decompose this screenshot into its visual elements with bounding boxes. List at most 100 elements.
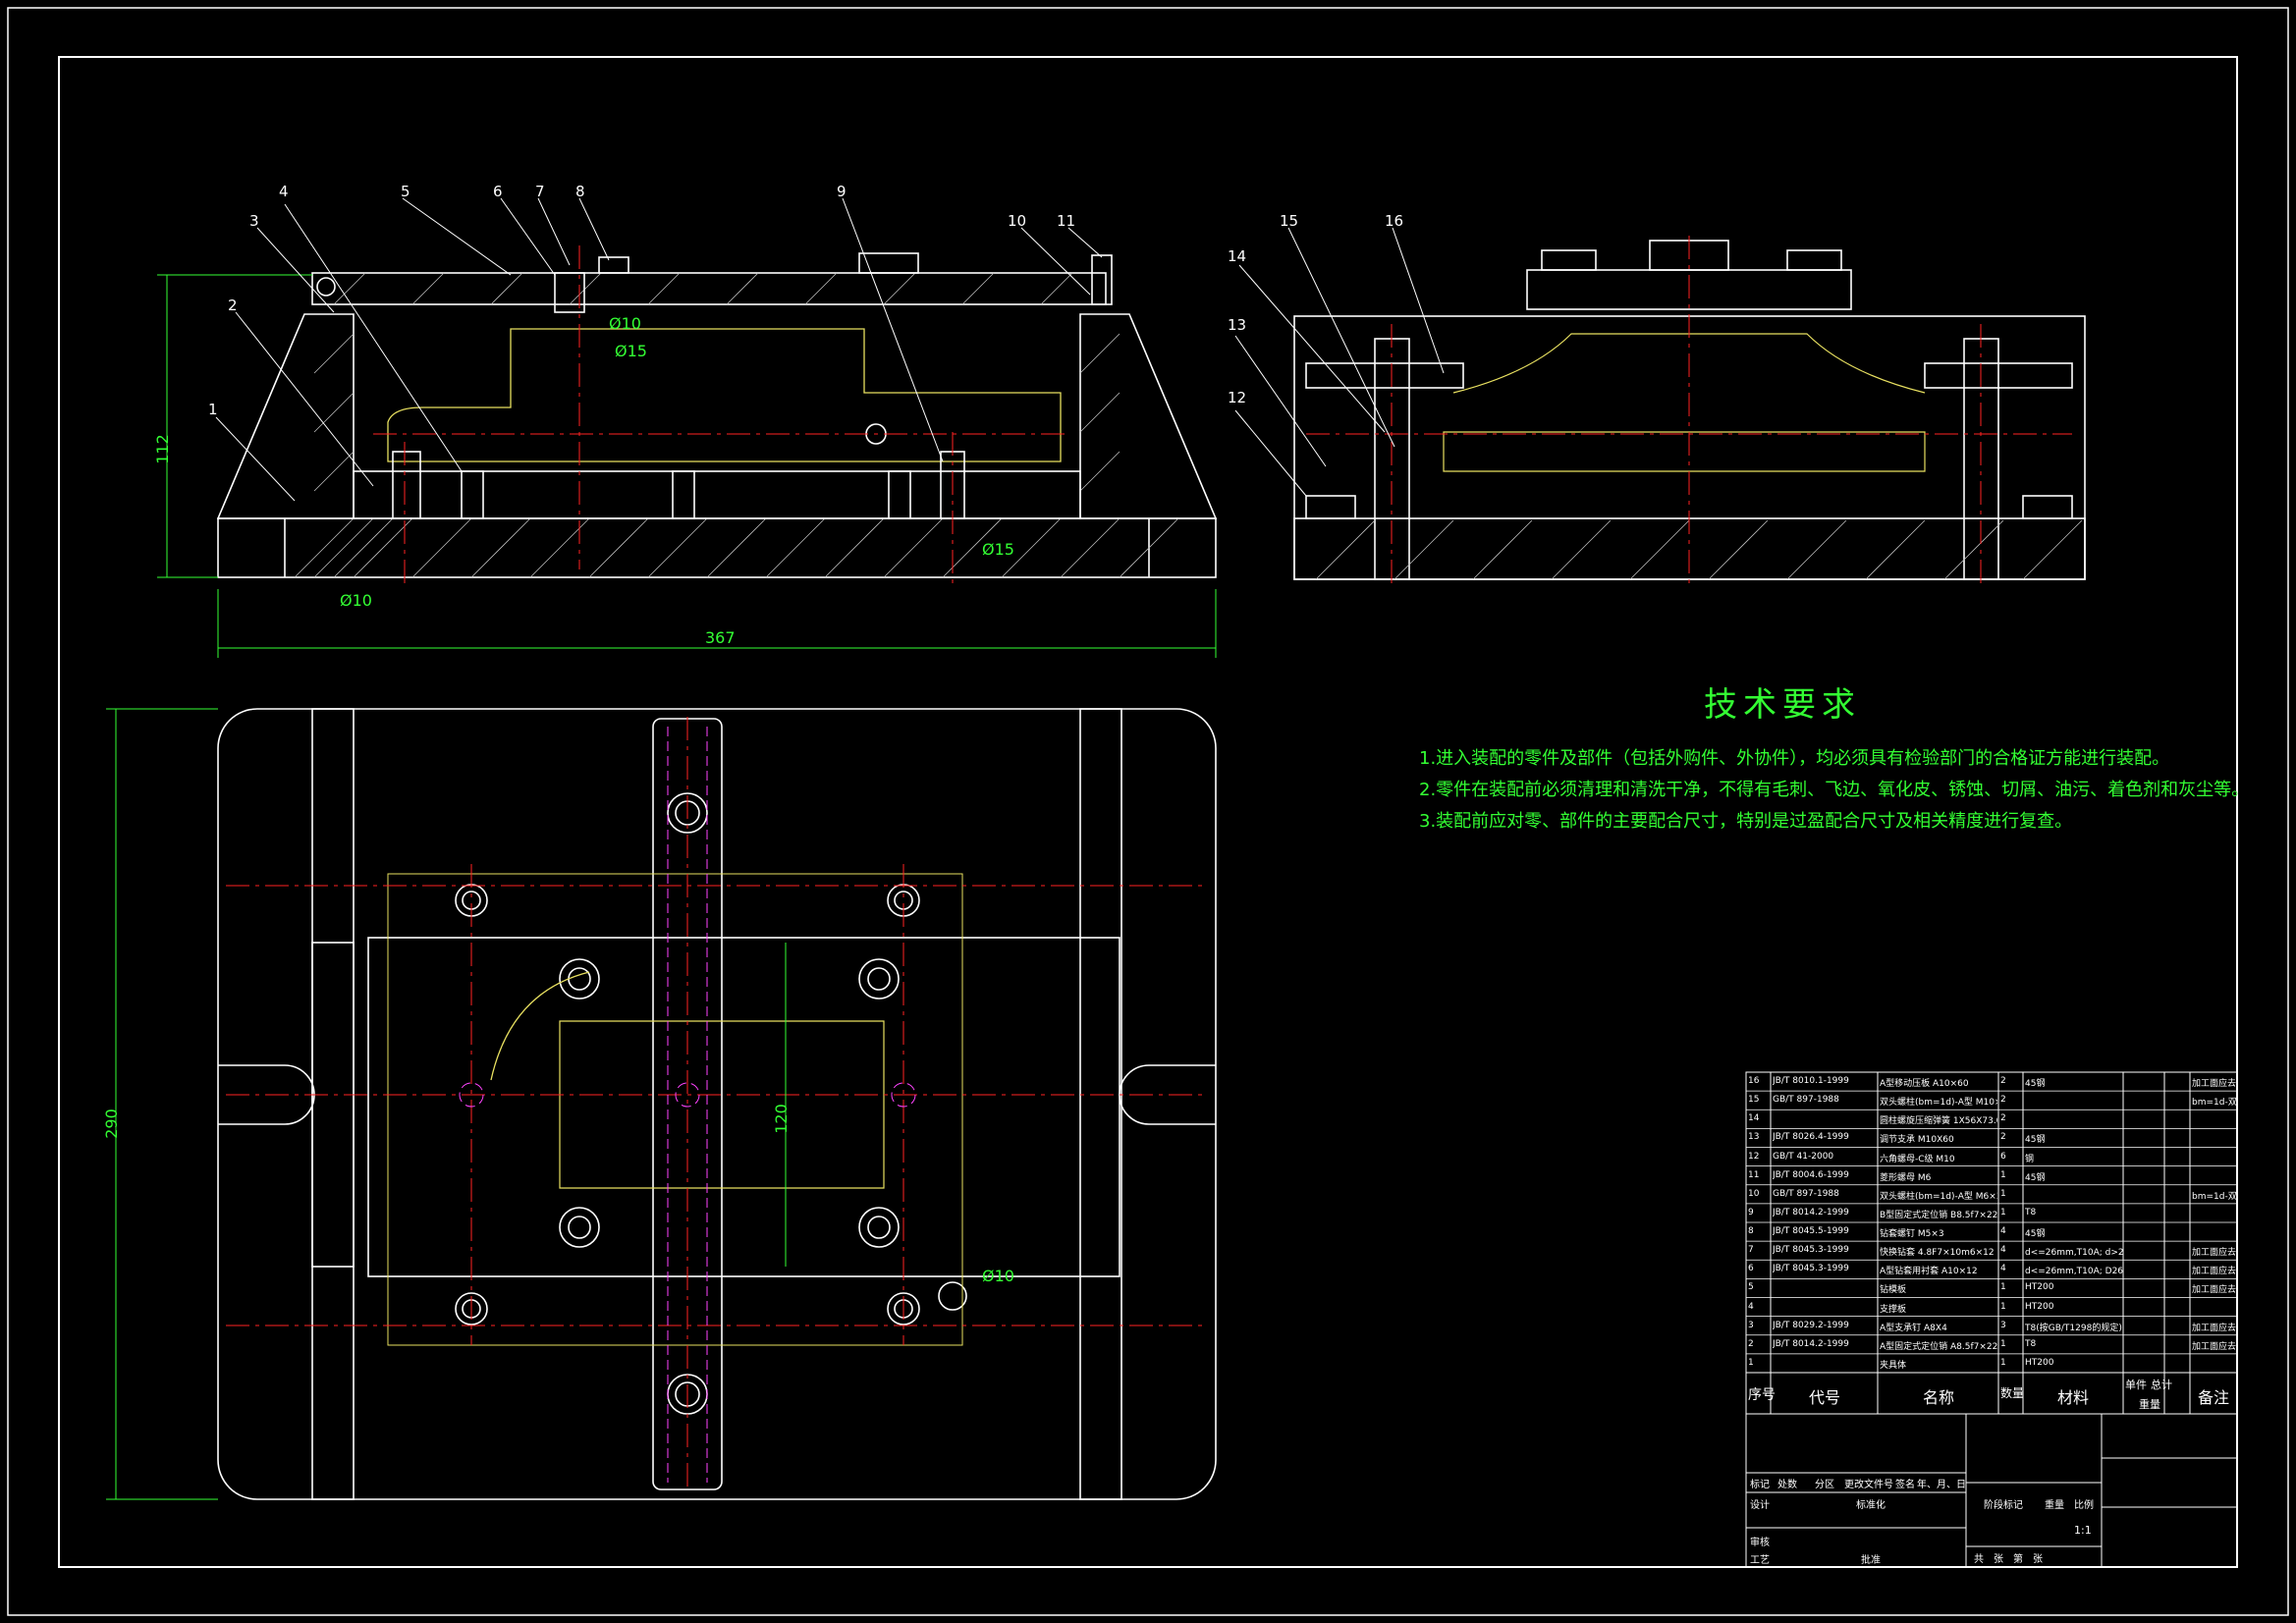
bom-header-qty: 数量 [2000, 1386, 2025, 1400]
bom-cell-name: B型固定式定位销 B8.5f7×22 [1880, 1210, 1997, 1220]
dim-bore-d10-a: Ø10 [609, 314, 641, 333]
bom-cell-name: 双头螺柱(bm=1d)-A型 M10×80 [1880, 1098, 1997, 1109]
bom-cell-name: 双头螺柱(bm=1d)-A型 M6×30 [1880, 1191, 1997, 1202]
front-section-view [216, 252, 1218, 578]
front-centerlines [373, 245, 1070, 589]
tb-count: 处数 [1777, 1480, 1797, 1490]
callout-leaders [215, 197, 1445, 502]
dim-height-112: 112 [152, 434, 172, 464]
bom-cell-material: 钢 [2025, 1154, 2035, 1164]
tb-change-doc: 更改文件号 [1844, 1480, 1893, 1490]
bom-cell-material: T8(按GB/T1298的规定) [2025, 1323, 2122, 1333]
bom-cell-qty: 6 [2000, 1151, 2006, 1162]
bom-cell-no: 6 [1748, 1264, 1754, 1274]
front-dimensions [157, 274, 1217, 658]
bom-cell-no: 1 [1748, 1357, 1754, 1368]
bom-cell-note: 加工面应去毛刺 [2192, 1323, 2237, 1333]
bom-header-name: 名称 [1923, 1388, 1955, 1407]
bom-cell-qty: 1 [2000, 1357, 2006, 1368]
bom-cell-qty: 2 [2000, 1132, 2006, 1143]
bom-cell-no: 15 [1748, 1095, 1760, 1106]
bom-cell-note: bm=1d-双头螺柱 [2192, 1098, 2237, 1109]
tb-scale-value: 1:1 [2074, 1524, 2092, 1537]
bom-cell-name: 夹具体 [1880, 1360, 1907, 1371]
dim-height-290: 290 [101, 1109, 121, 1139]
dim-bore-d10-b: Ø10 [340, 591, 372, 610]
callout-16: 16 [1385, 212, 1404, 230]
bom-cell-code: JB/T 8014.2-1999 [1773, 1207, 1849, 1217]
callout-6: 6 [493, 183, 503, 200]
callout-12: 12 [1228, 389, 1247, 406]
bom-header-note: 备注 [2198, 1388, 2230, 1407]
bom-cell-qty: 4 [2000, 1226, 2006, 1236]
bom-cell-no: 5 [1748, 1282, 1754, 1293]
callout-2: 2 [228, 297, 238, 314]
tb-standardize: 标准化 [1856, 1500, 1886, 1511]
bom-cell-qty: 1 [2000, 1338, 2006, 1349]
tb-process: 工艺 [1750, 1555, 1770, 1566]
callout-9: 9 [837, 183, 847, 200]
bom-cell-no: 9 [1748, 1207, 1754, 1217]
bom-cell-note: 加工面应去毛刺 [2192, 1079, 2237, 1089]
bom-cell-no: 13 [1748, 1132, 1760, 1143]
bom-cell-code: JB/T 8004.6-1999 [1773, 1169, 1849, 1180]
bom-header-weight: 重量 [2139, 1398, 2160, 1411]
bom-cell-material: T8 [2025, 1338, 2037, 1349]
dim-width-367: 367 [705, 628, 736, 647]
bom-cell-name: 支撑板 [1880, 1304, 1907, 1315]
callout-7: 7 [535, 183, 545, 200]
tb-design: 设计 [1750, 1500, 1770, 1511]
tb-approve: 批准 [1861, 1555, 1881, 1566]
bom-cell-no: 14 [1748, 1113, 1760, 1124]
bom-cell-name: A型固定式定位销 A8.5f7×22 [1880, 1341, 1997, 1352]
bom-cell-no: 4 [1748, 1301, 1754, 1312]
bom-cell-qty: 1 [2000, 1282, 2006, 1293]
bom-cell-material: d<=26mm,T10A; d>26mm,20钢 [2025, 1248, 2123, 1259]
bom-cell-qty: 3 [2000, 1320, 2006, 1330]
bom-cell-qty: 1 [2000, 1188, 2006, 1199]
dim-width-120: 120 [771, 1104, 791, 1134]
dim-bore-d15: Ø15 [615, 342, 647, 360]
bom-cell-no: 2 [1748, 1338, 1754, 1349]
bom-cell-name: 调节支承 M10X60 [1880, 1135, 1954, 1146]
bom-cell-note: bm=1d-双头螺柱 [2192, 1191, 2237, 1202]
bom-row-lines [1746, 1090, 2237, 1355]
bom-cell-material: 45钢 [2025, 1229, 2046, 1239]
bom-cell-name: 钻模板 [1880, 1285, 1907, 1296]
callout-1: 1 [208, 401, 218, 418]
callout-4: 4 [279, 183, 289, 200]
bom-cell-code: GB/T 41-2000 [1773, 1151, 1834, 1162]
bom-cell-code: GB/T 897-1988 [1773, 1095, 1839, 1106]
bom-header-total: 总计 [2151, 1379, 2172, 1391]
bom-cell-no: 3 [1748, 1320, 1754, 1330]
bom-table-grid [1745, 1071, 2238, 1568]
tb-stage: 阶段标记 [1984, 1500, 2023, 1511]
callout-3: 3 [249, 212, 259, 230]
bom-cell-qty: 1 [2000, 1169, 2006, 1180]
bom-cell-material: 45钢 [2025, 1172, 2046, 1183]
bom-cell-name: 六角螺母-C级 M10 [1880, 1154, 1955, 1164]
bom-cell-material: T8 [2025, 1207, 2037, 1217]
bom-cell-qty: 4 [2000, 1264, 2006, 1274]
bom-cell-name: 菱形螺母 M6 [1880, 1172, 1932, 1183]
top-magenta-lines [459, 727, 916, 1483]
bom-cell-name: 圆柱螺旋压缩弹簧 1X56X73.0B32 [1880, 1116, 1997, 1127]
bom-cell-code: JB/T 8026.4-1999 [1773, 1132, 1849, 1143]
bom-header-no: 序号 [1748, 1387, 1776, 1403]
tb-sign: 签名 [1895, 1480, 1915, 1490]
bom-cell-material: 45钢 [2025, 1079, 2046, 1089]
callout-13: 13 [1228, 316, 1247, 334]
bom-cell-material: HT200 [2025, 1282, 2054, 1293]
bom-cell-qty: 2 [2000, 1095, 2006, 1106]
bom-cell-code: JB/T 8045.3-1999 [1773, 1245, 1849, 1256]
bom-cell-code: JB/T 8045.5-1999 [1773, 1226, 1849, 1236]
bom-cell-no: 10 [1748, 1188, 1760, 1199]
bom-cell-qty: 2 [2000, 1113, 2006, 1124]
bom-cell-code: JB/T 8014.2-1999 [1773, 1338, 1849, 1349]
tb-marks: 标记 [1750, 1480, 1770, 1490]
tb-scale: 比例 [2074, 1500, 2094, 1511]
dim-bore-d10-c: Ø10 [982, 1267, 1014, 1285]
bom-header-code: 代号 [1809, 1388, 1841, 1407]
